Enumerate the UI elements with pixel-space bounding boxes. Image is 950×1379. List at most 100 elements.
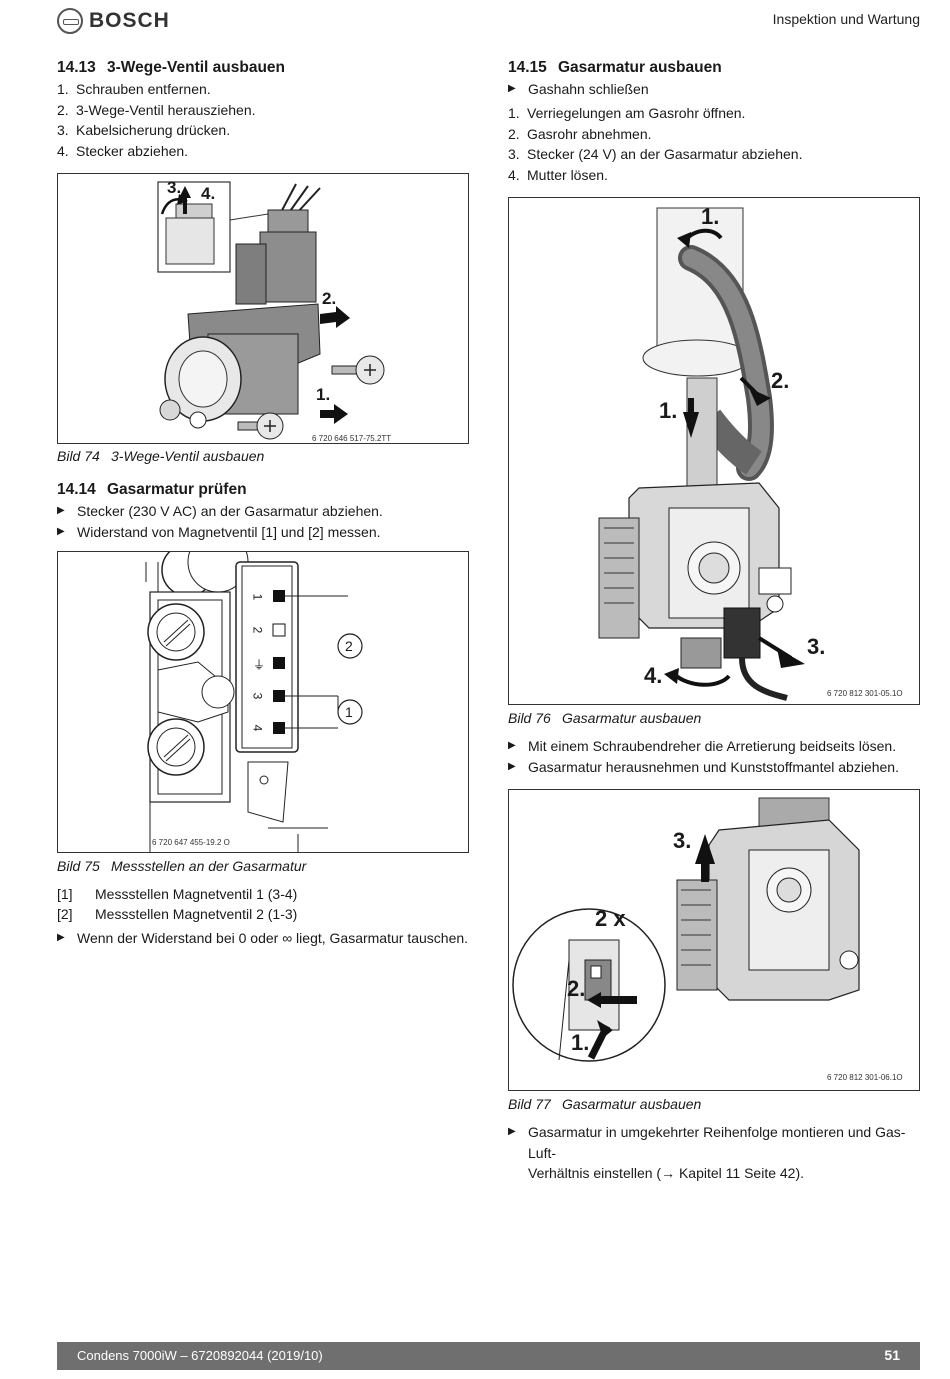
list-item: 2. Gasrohr abnehmen. (508, 124, 920, 145)
heading-14-15: 14.15 Gasarmatur ausbauen (508, 59, 722, 77)
final-bullet-14-15: ▶ Gasarmatur in umgekehrter Reihenfolge m… (508, 1122, 928, 1184)
caption-bild-75: Bild 75 Messstellen an der Gasarmatur (57, 858, 306, 874)
caption-text: Messstellen an der Gasarmatur (111, 858, 307, 874)
figure-code: 6 720 812 301-05.1O (827, 689, 903, 698)
step-number: 2. (508, 125, 520, 142)
list-item: ▶ Widerstand von Magnetventil [1] und [2]… (57, 522, 467, 543)
caption-text: Gasarmatur ausbauen (562, 710, 702, 726)
bullet-text: Gasarmatur in umgekehrter Reihenfolge mo… (528, 1122, 928, 1184)
figure-77: 3. 2 x 2. 1. 6 720 812 301-06.1O (508, 789, 920, 1091)
heading-number: 14.15 (508, 59, 547, 76)
bosch-logo: BOSCH (57, 8, 170, 34)
page-number: 51 (884, 1347, 900, 1363)
label-step-3: 3. (167, 178, 182, 197)
step-text: Gasrohr abnehmen. (527, 125, 652, 142)
step-text: Verriegelungen am Gasrohr öffnen. (527, 105, 746, 121)
list-item: 4.Stecker abziehen. (57, 141, 457, 162)
bullet-text: Stecker (230 V AC) an der Gasarmatur abz… (77, 503, 383, 519)
pin-label-ground: ⏚ (253, 658, 266, 672)
bullet-text-line-2: Verhältnis einstellen (→ Kapitel 11 Seit… (528, 1165, 805, 1181)
footer-document-id: Condens 7000iW – 6720892044 (2019/10) (77, 1348, 323, 1363)
step-text: Schrauben entfernen. (76, 81, 211, 97)
list-item: 3.Stecker (24 V) an der Gasarmatur abzie… (508, 144, 920, 165)
heading-text: Gasarmatur ausbauen (558, 59, 722, 76)
bullet-text: Wenn der Widerstand bei 0 oder ∞ liegt, … (77, 930, 469, 946)
heading-14-14: 14.14 Gasarmatur prüfen (57, 481, 247, 499)
heading-number: 14.13 (57, 59, 96, 76)
figure-74: 3. 4. 2. 1. 6 720 646 517-75.2TT (57, 173, 469, 444)
pin-label-3: 3 (250, 692, 265, 700)
bullet-text: Gasarmatur herausnehmen und Kunststoffma… (528, 758, 899, 775)
pin-label-2: 2 (250, 626, 265, 634)
brand-name: BOSCH (89, 9, 170, 32)
pin-label-4: 4 (250, 724, 265, 732)
bullet-triangle-icon: ▶ (508, 740, 516, 751)
mid-bullets-14-15: ▶Mit einem Schraubendreher die Arretieru… (508, 736, 920, 777)
bullet-triangle-icon: ▶ (508, 83, 516, 94)
caption-label: Bild 74 (57, 448, 100, 464)
label-step-4: 4. (201, 184, 216, 203)
label-step-3: 3. (673, 828, 692, 853)
list-item: ▶Mit einem Schraubendreher die Arretieru… (508, 736, 920, 757)
legend-item: [2] Messstellen Magnetventil 2 (1-3) (57, 904, 297, 924)
list-item: ▶Gashahn schließen (508, 79, 920, 100)
gas-valve-removal-illustration (598, 207, 805, 701)
steps-14-13: 1. Schrauben entfernen. 2. 3-Wege-Ventil h… (57, 79, 457, 161)
bosch-armature-icon (57, 8, 83, 34)
gas-valve-unlock-illustration (512, 797, 860, 1062)
bullet-triangle-icon: ▶ (57, 505, 65, 516)
step-number: 3. (57, 122, 69, 138)
heading-number: 14.14 (57, 481, 96, 498)
step-text: Kabelsicherung drücken. (76, 122, 231, 138)
step-number: 2. (57, 101, 69, 118)
figure-code: 6 720 647 455-19.2 O (152, 838, 230, 847)
label-step-1: 1. (316, 385, 331, 404)
bullet-text: Widerstand von Magnetventil [1] und [2] … (77, 523, 381, 540)
label-step-1-top: 1. (701, 204, 720, 229)
bullet-triangle-icon: ▶ (57, 932, 65, 943)
figure-legend: [1] Messstellen Magnetventil 1 (3-4) [2] M… (57, 884, 297, 924)
step-text: 3-Wege-Ventil herausziehen. (76, 101, 256, 118)
label-step-3: 3. (807, 634, 826, 659)
legend-text: Messstellen Magnetventil 2 (1-3) (95, 906, 298, 922)
legend-text: Messstellen Magnetventil 1 (3-4) (95, 886, 298, 902)
list-item: 2. 3-Wege-Ventil herausziehen. (57, 100, 457, 121)
section-title: Inspektion und Wartung (772, 11, 920, 27)
label-2x: 2 x (595, 906, 626, 931)
list-item: 1. Schrauben entfernen. (57, 79, 457, 100)
callout-2: 2 (345, 638, 353, 654)
list-item: 4.Mutter lösen. (508, 165, 920, 186)
step-number: 4. (508, 166, 520, 183)
figure-code: 6 720 812 301-06.1O (827, 1073, 903, 1082)
caption-bild-76: Bild 76 Gasarmatur ausbauen (508, 710, 701, 726)
caption-label: Bild 75 (57, 858, 100, 874)
figure-code: 6 720 646 517-75.2TT (312, 434, 392, 443)
heading-text: 3-Wege-Ventil ausbauen (107, 59, 286, 76)
list-item: ▶Gasarmatur herausnehmen und Kunststoffm… (508, 757, 920, 778)
steps-14-15: 1.Verriegelungen am Gasrohr öffnen. 2.Ga… (508, 103, 920, 185)
bullet-triangle-icon: ▶ (508, 1126, 516, 1137)
step-number: 3. (508, 146, 520, 162)
heading-14-13: 14.13 3-Wege-Ventil ausbauen (57, 59, 285, 77)
list-item: ▶ Stecker (230 V AC) an der Gasarmatur ab… (57, 501, 467, 522)
label-step-4: 4. (644, 663, 663, 688)
caption-label: Bild 76 (508, 710, 551, 726)
page-footer: Condens 7000iW – 6720892044 (2019/10) 51 (57, 1342, 920, 1370)
bullet-triangle-icon: ▶ (57, 525, 65, 537)
bullets-14-14: ▶ Stecker (230 V AC) an der Gasarmatur ab… (57, 501, 467, 542)
pre-bullet-14-15: ▶Gashahn schließen (508, 79, 920, 100)
legend-key: [2] (57, 906, 73, 922)
step-number: 1. (57, 81, 69, 97)
label-step-2: 2. (567, 976, 586, 1001)
legend-key: [1] (57, 886, 73, 902)
three-way-valve-illustration (157, 181, 385, 440)
label-step-2: 2. (771, 368, 790, 393)
step-number: 4. (57, 142, 69, 159)
list-item: ▶ Wenn der Widerstand bei 0 oder ∞ liegt,… (57, 928, 477, 949)
heading-text: Gasarmatur prüfen (107, 481, 247, 498)
pin-label-1: 1 (250, 593, 265, 601)
legend-item: [1] Messstellen Magnetventil 1 (3-4) (57, 884, 297, 904)
caption-label: Bild 77 (508, 1096, 551, 1112)
figure-75: 1 2 ⏚ 3 4 2 1 6 720 647 455-19.2 O (57, 551, 469, 853)
